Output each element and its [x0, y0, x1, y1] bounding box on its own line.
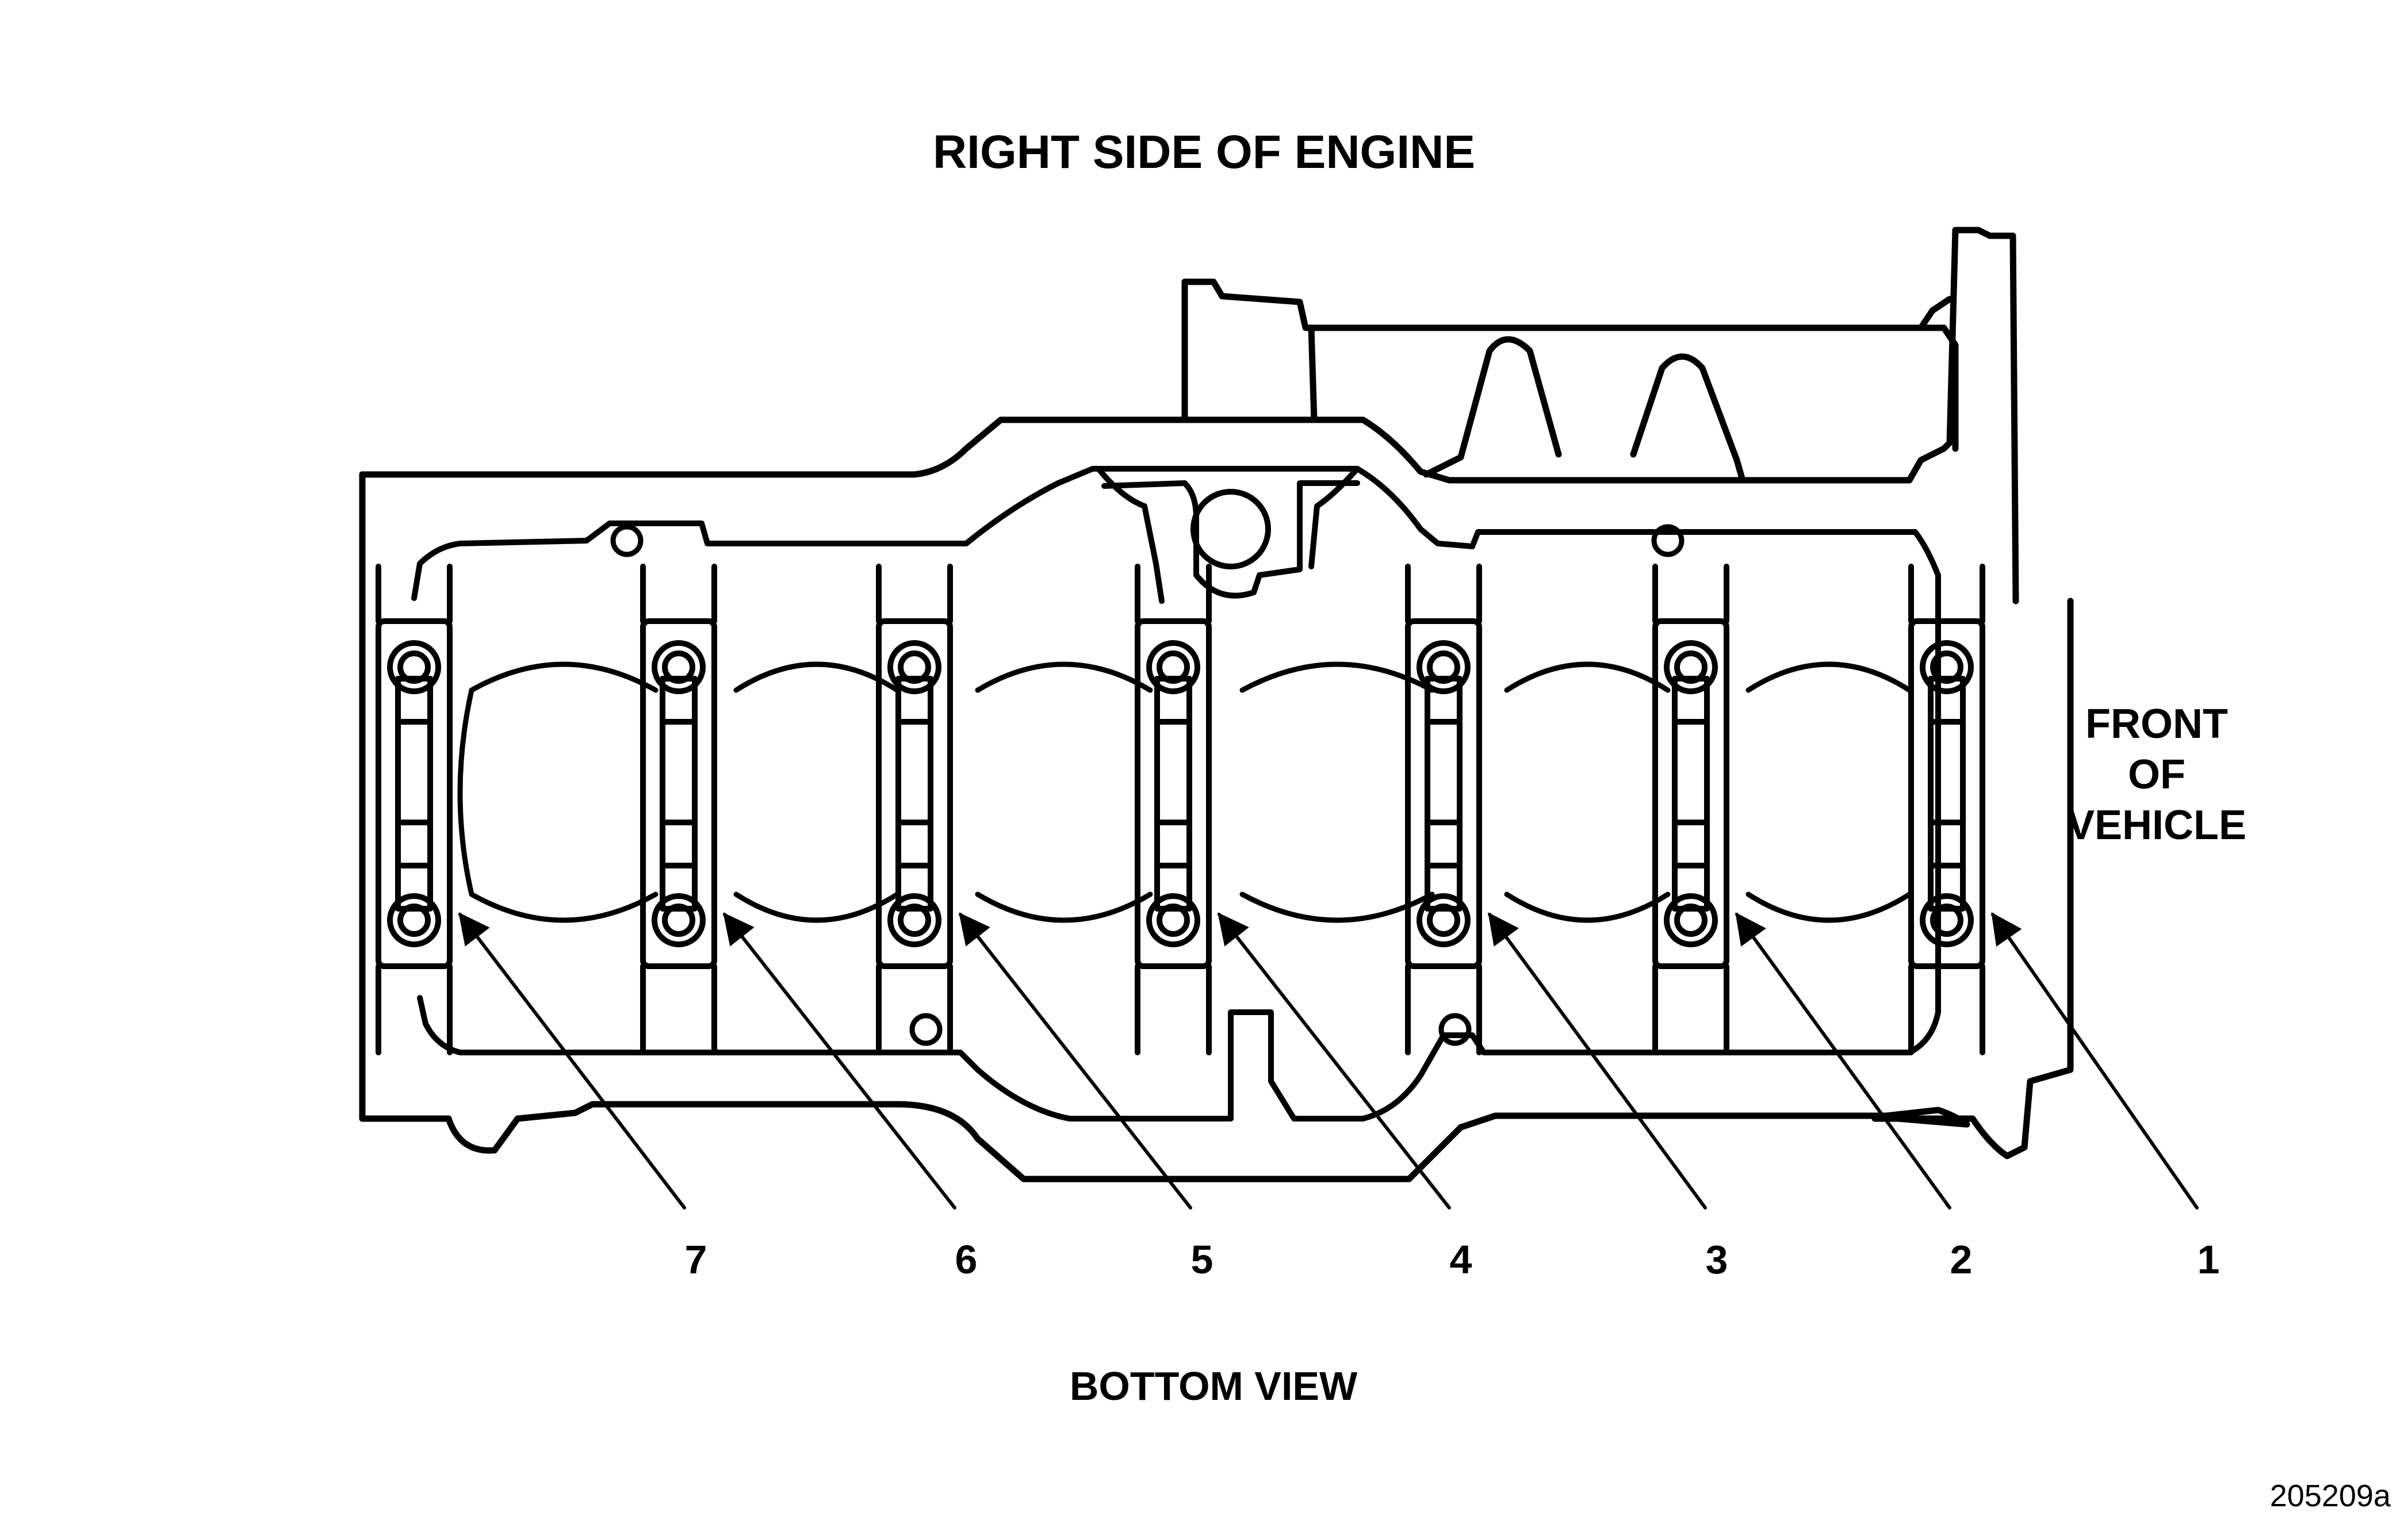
bearing-cap-6 — [640, 564, 717, 1055]
leader-line-7 — [458, 912, 686, 1210]
main-bearing-caps — [376, 564, 1985, 1055]
front-of-vehicle-label: FRONT OF VEHICLE — [2053, 699, 2260, 851]
leader-line-6 — [723, 912, 956, 1210]
callout-6: 6 — [955, 1237, 978, 1282]
bearing-cap-4 — [1135, 564, 1212, 1055]
leader-line-3 — [1488, 912, 1707, 1210]
callout-5: 5 — [1190, 1237, 1213, 1282]
callout-3: 3 — [1705, 1237, 1728, 1282]
bearing-cap-7 — [376, 564, 453, 1055]
front-label-line-3: VEHICLE — [2066, 802, 2247, 848]
crankcase-inner-outline — [411, 466, 1941, 1122]
view-label: BOTTOM VIEW — [1069, 1364, 1358, 1408]
front-label-line-2: OF — [2128, 752, 2185, 798]
bearing-cap-3 — [1405, 564, 1482, 1055]
bosses — [610, 524, 1685, 1046]
block-outline — [359, 227, 2074, 1182]
bearing-cap-2 — [1652, 564, 1729, 1055]
front-label-line-1: FRONT — [2085, 701, 2228, 747]
callout-1: 1 — [2197, 1237, 2220, 1282]
crankshaft-journals — [457, 661, 1912, 923]
callout-leader-lines — [458, 912, 2199, 1210]
callout-4: 4 — [1449, 1237, 1472, 1282]
bearing-cap-1 — [1908, 564, 1985, 1055]
callout-2: 2 — [1950, 1237, 1973, 1282]
figure-id: 205209a — [2269, 1479, 2391, 1513]
leader-line-4 — [1218, 912, 1451, 1210]
callout-7: 7 — [684, 1237, 707, 1282]
oil-passage-circle — [1190, 489, 1271, 569]
leader-line-5 — [959, 912, 1192, 1210]
diagram-title: RIGHT SIDE OF ENGINE — [932, 126, 1476, 178]
leader-line-1 — [1991, 912, 2199, 1210]
leader-line-2 — [1735, 912, 1951, 1210]
bearing-cap-5 — [876, 564, 953, 1055]
